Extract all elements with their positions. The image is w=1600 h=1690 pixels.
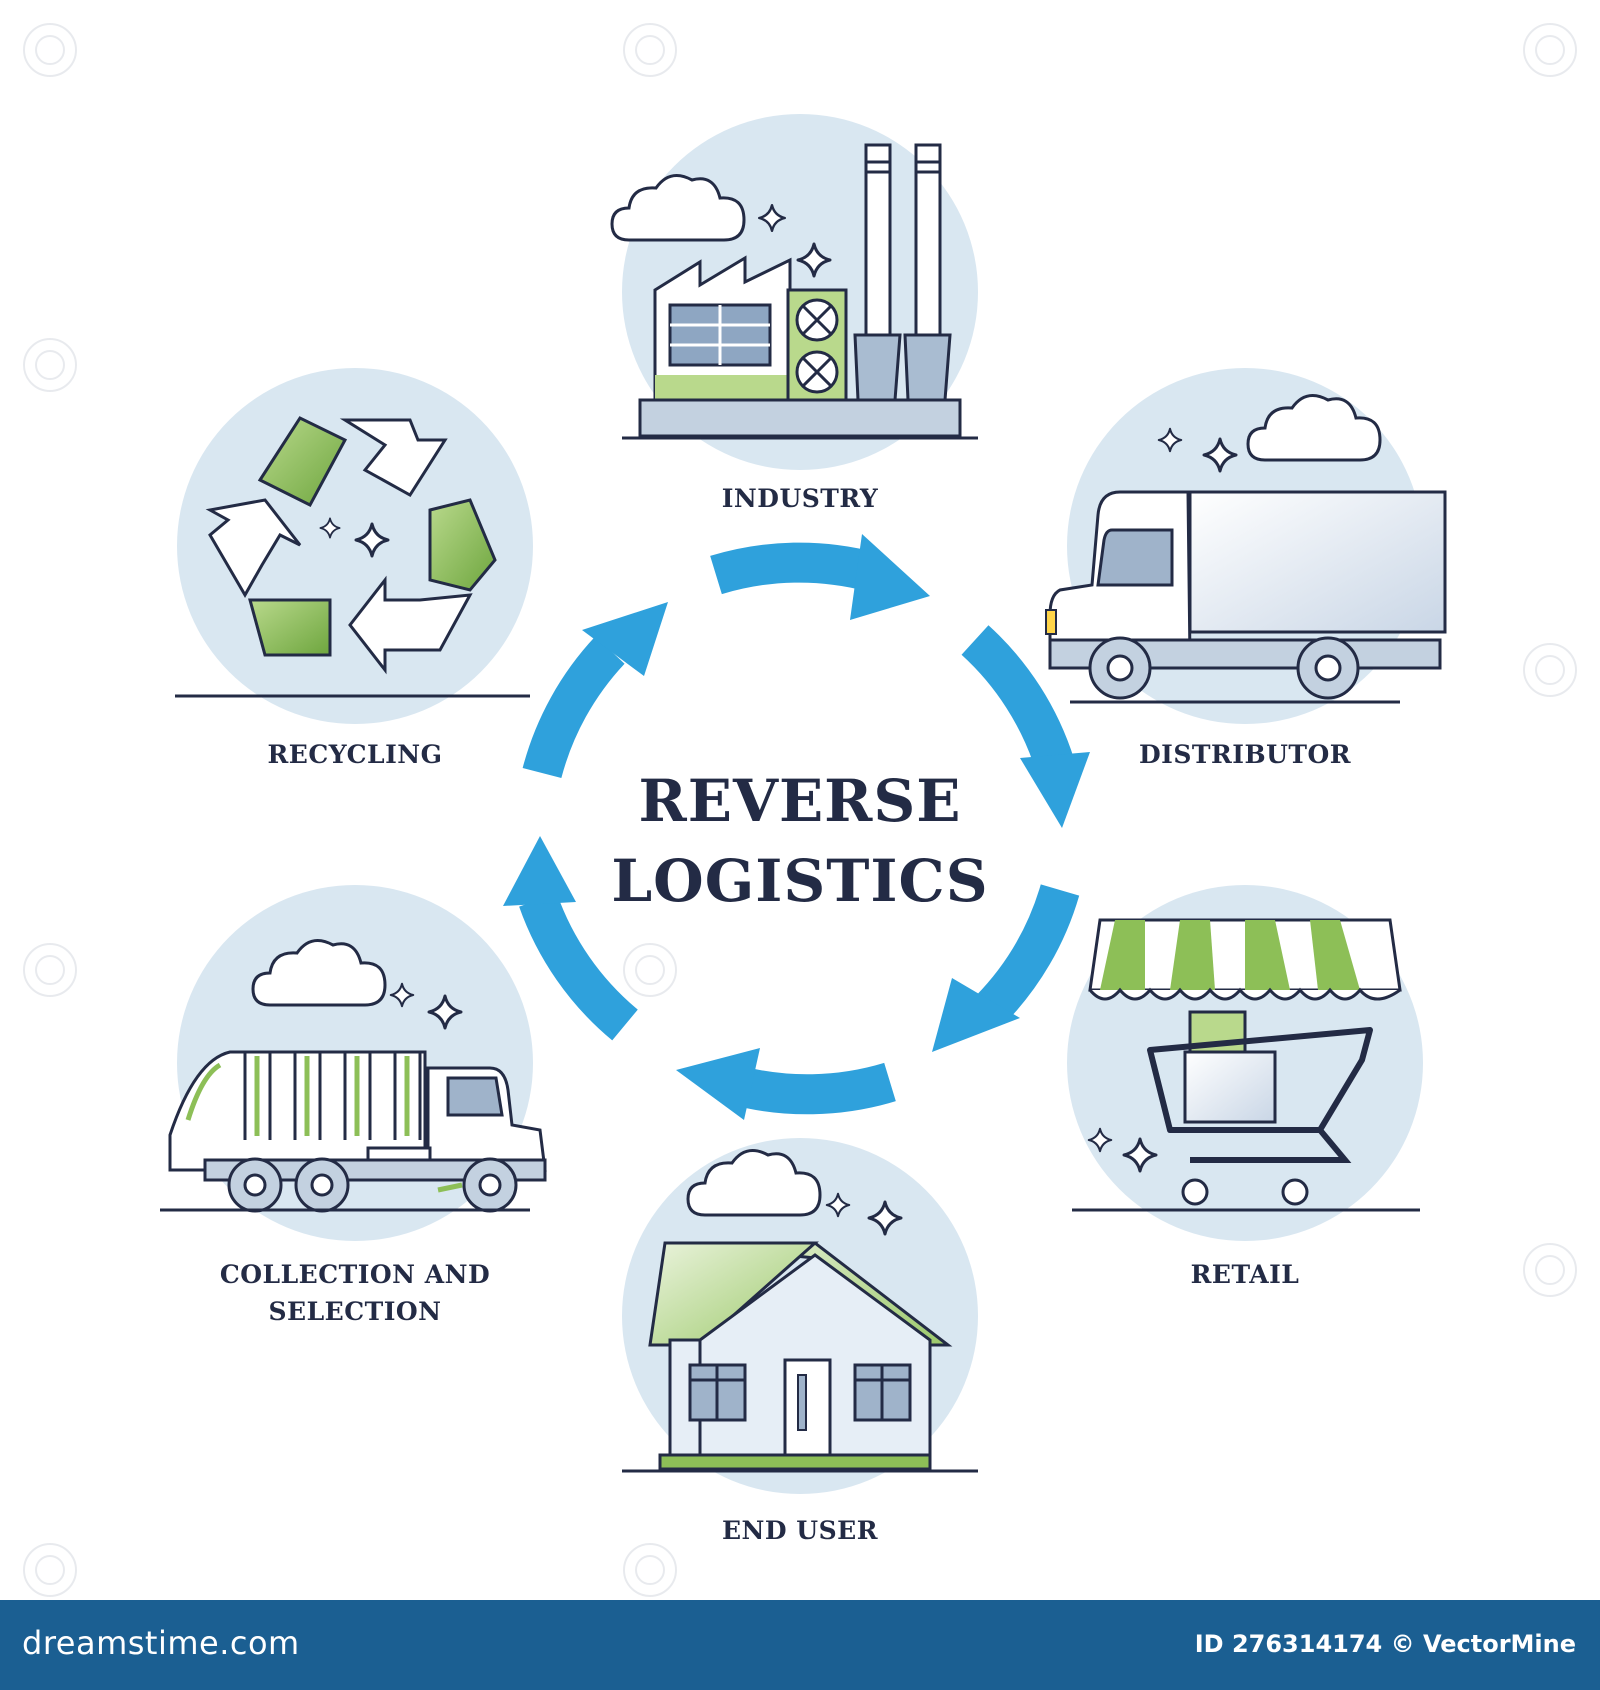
reverse-logistics-diagram: REVERSE LOGISTICS INDUSTRY DISTRIBUTOR R…	[23, 23, 1577, 1597]
arrow-recycling-to-industry	[522, 602, 668, 779]
stage-label-retail: RETAIL	[1190, 1260, 1300, 1289]
recycling-stage	[175, 368, 533, 724]
distributor-stage	[1045, 368, 1447, 724]
stage-label-collection: COLLECTION AND	[219, 1260, 491, 1289]
arrow-retail-to-end-user	[932, 884, 1080, 1052]
dreamstime-brand: dreamstime.com	[22, 1624, 300, 1662]
collection-stage	[160, 885, 547, 1241]
arrow-end-user-to-collection	[676, 1048, 896, 1120]
delivery-truck-icon	[1045, 394, 1447, 704]
watermark-footer: dreamstime.com ID 276314174 © VectorMine	[0, 1600, 1600, 1690]
industry-stage	[610, 114, 978, 470]
diagram-title-line2: LOGISTICS	[611, 847, 989, 915]
factory-icon	[610, 143, 978, 440]
end-user-stage	[622, 1138, 978, 1494]
stage-label-distributor: DISTRIBUTOR	[1138, 740, 1352, 769]
arrow-industry-to-distributor	[710, 534, 930, 620]
stage-label-selection: SELECTION	[268, 1297, 442, 1326]
watermark-overlay	[23, 23, 1577, 1597]
stage-label-recycling: RECYCLING	[267, 740, 443, 769]
house-icon	[622, 1149, 978, 1473]
stage-label-industry: INDUSTRY	[721, 484, 879, 513]
diagram-title-line1: REVERSE	[638, 767, 962, 835]
image-id-credit: ID 276314174 © VectorMine	[1194, 1630, 1576, 1658]
arrow-collection-to-recycling	[503, 836, 639, 1041]
stage-label-end-user: END USER	[722, 1516, 878, 1545]
retail-stage	[1067, 885, 1423, 1241]
recycle-icon	[175, 416, 530, 698]
garbage-truck-icon	[160, 939, 547, 1213]
shopping-cart-icon	[1072, 918, 1420, 1212]
arrow-distributor-to-retail	[961, 625, 1090, 828]
cycle-arrows	[503, 534, 1090, 1120]
